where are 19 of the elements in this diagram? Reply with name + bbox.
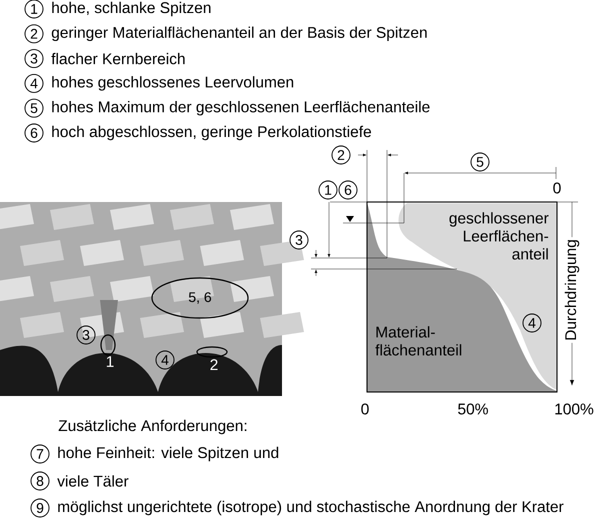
- item-text: hohes geschlossenes Leervolumen: [52, 76, 294, 91]
- axis-title: Durchdringung: [562, 237, 582, 343]
- item-text: hohe Feinheit: viele Spitzen und: [58, 446, 278, 462]
- item-text: hoch abgeschlossen, geringe Perkolationstiefe: [52, 126, 371, 140]
- area-label: geschlossener Leerflächen- anteil: [450, 212, 549, 260]
- marker-number: 1: [106, 356, 114, 367]
- axis-label: 0: [361, 404, 369, 414]
- item-text: geringer Materialflächenanteil an der Basis der Spitzen: [52, 26, 427, 42]
- item-text: möglichst ungerichtete (isotrope) und stochastische Anordnung der Krater: [58, 500, 564, 516]
- heading: Zusätzliche Anforderungen:: [58, 420, 246, 434]
- item-text: viele Täler: [57, 475, 128, 487]
- item-text: flacher Kernbereich: [51, 52, 185, 64]
- item-text: hohes Maximum der geschlossenen Leerflächenanteile: [52, 100, 430, 116]
- axis-label: 50%: [458, 404, 488, 414]
- marker-number: 2: [210, 359, 218, 370]
- area-label: Material- flächenanteil: [375, 326, 462, 356]
- item-text: hohe, schlanke Spitzen: [52, 2, 210, 16]
- axis-label: 0: [553, 182, 561, 194]
- axis-label: 100%: [555, 404, 594, 414]
